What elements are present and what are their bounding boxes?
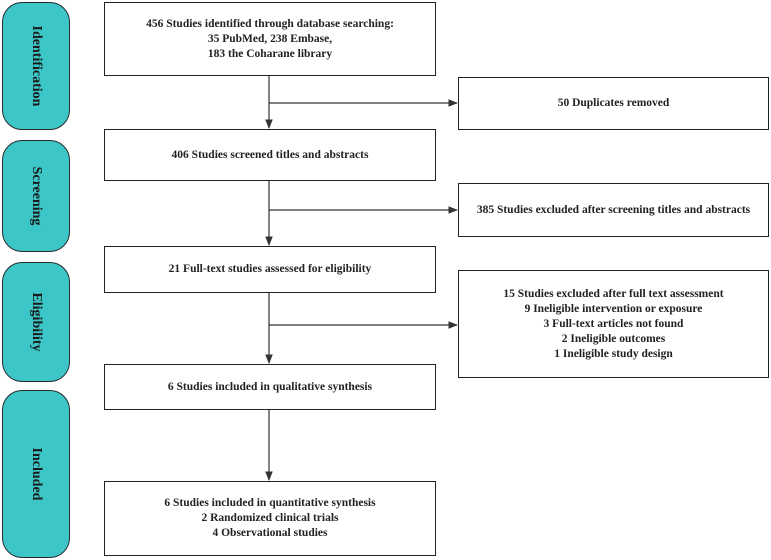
phase-included: Included	[2, 390, 70, 558]
phase-screening: Screening	[2, 140, 70, 252]
box-excluded-screening: 385 Studies excluded after screening tit…	[458, 183, 769, 237]
phase-eligibility: Eligibility	[2, 262, 70, 382]
box-screened: 406 Studies screened titles and abstract…	[104, 129, 436, 181]
box-excluded-fulltext: 15 Studies excluded after full text asse…	[458, 270, 769, 378]
box-qualitative: 6 Studies included in qualitative synthe…	[104, 364, 436, 410]
box-fulltext: 21 Full-text studies assessed for eligib…	[104, 246, 436, 293]
box-duplicates: 50 Duplicates removed	[458, 77, 769, 130]
phase-identification: Identification	[2, 2, 70, 130]
box-identified: 456 Studies identified through database …	[104, 2, 436, 76]
box-quantitative: 6 Studies included in quantitative synth…	[104, 481, 436, 556]
